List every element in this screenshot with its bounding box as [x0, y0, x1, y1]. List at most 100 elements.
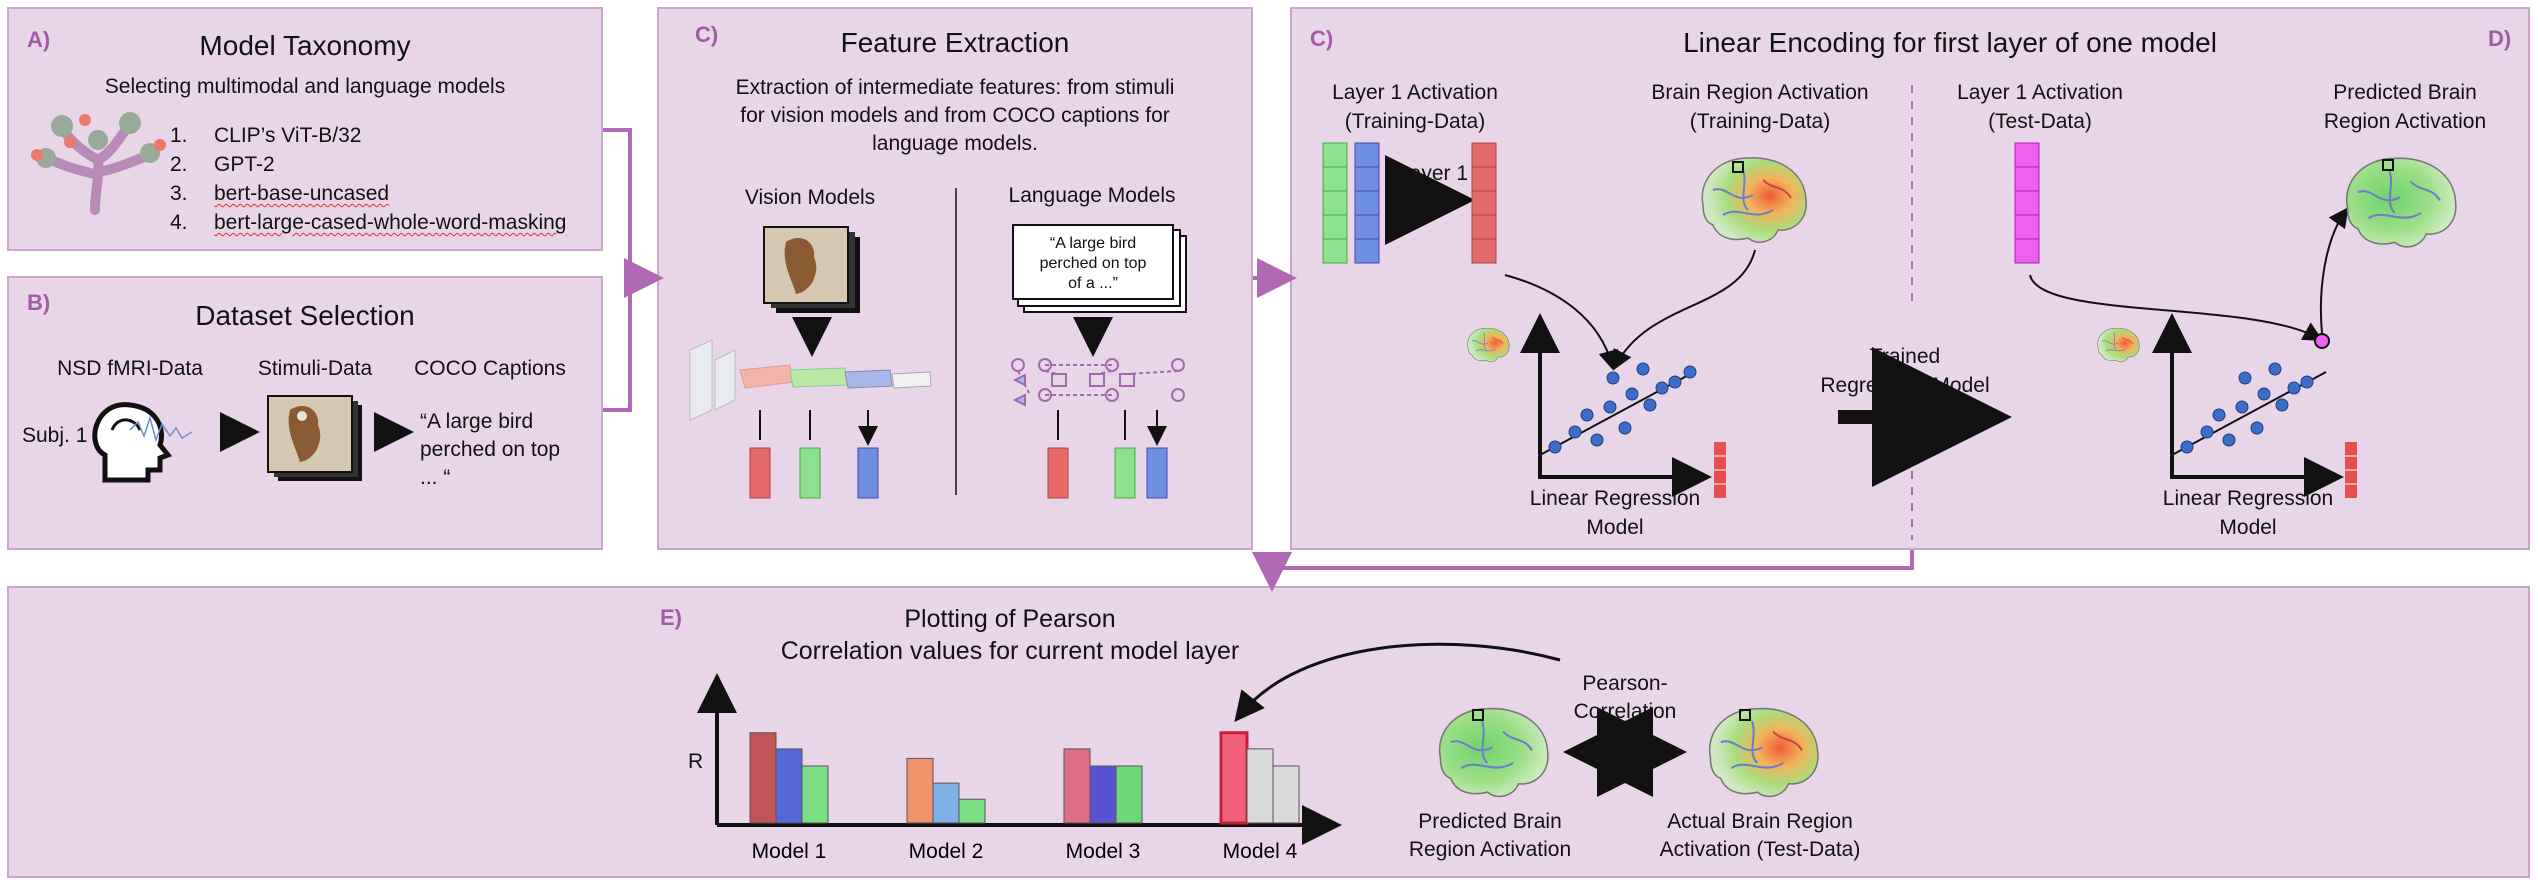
- curve-arrow: [2319, 207, 2349, 334]
- regression-plot-1: [1520, 313, 1726, 498]
- regression-plot-2: [2152, 313, 2357, 498]
- chart-y-label: R: [688, 750, 704, 773]
- title-line: Correlation values for current model lay…: [780, 637, 1240, 665]
- caption-line: ... “: [420, 466, 451, 489]
- panel-c-title: Feature Extraction: [840, 27, 1070, 58]
- model-name: GPT-2: [214, 153, 275, 176]
- caption-card-line: “A large bird: [1049, 235, 1137, 252]
- panel-cd-tag-c: C): [1310, 26, 1334, 51]
- chart-bar: [1246, 748, 1274, 824]
- model-num: 2.: [170, 153, 188, 176]
- tree-icon: [31, 112, 166, 215]
- panel-c-description: Extraction of intermediate features: fro…: [657, 74, 1253, 158]
- caption-text: “A large bird perched on top ... “: [420, 408, 560, 492]
- label-line: Layer 1 Activation: [1332, 81, 1498, 104]
- label-line: Predicted Brain: [1418, 810, 1562, 833]
- chart-bar: [906, 757, 934, 824]
- label-line: Activation (Test-Data): [1659, 838, 1861, 861]
- regression-label-2: Linear Regression Model: [2133, 484, 2363, 542]
- coco-label: COCO Captions: [414, 357, 566, 380]
- test-activation-vector: [2014, 142, 2040, 264]
- model-num: 4.: [170, 211, 188, 234]
- panel-e-title: Plotting of Pearson Correlation values f…: [700, 603, 1320, 667]
- roi-marker: [1739, 709, 1751, 721]
- label-line: (Training-Data): [1689, 110, 1831, 133]
- vision-network-icon: [689, 339, 932, 421]
- panel-cd-tag-d: D): [2488, 26, 2512, 51]
- connector-line: [603, 128, 632, 412]
- vision-models-label: Vision Models: [744, 186, 876, 209]
- chart-bar: [1219, 731, 1249, 825]
- roi-marker: [2382, 159, 2394, 171]
- chart-bar: [1089, 765, 1117, 824]
- label-line: Linear Regression: [1529, 487, 1701, 510]
- chart-bar: [1063, 748, 1091, 824]
- caption-card-line: of a ...”: [1068, 275, 1118, 292]
- vision-image-stack: [763, 226, 860, 313]
- chart-bar: [749, 732, 777, 824]
- head-icon: [92, 402, 193, 483]
- panel-b-tag: B): [27, 290, 51, 315]
- panel-a-title: Model Taxonomy: [199, 30, 411, 61]
- label-line: (Test-Data): [1988, 110, 2092, 133]
- curve-arrow: [1504, 274, 1619, 371]
- label-line: Linear Regression: [2162, 487, 2334, 510]
- label-line: Model: [1586, 516, 1644, 539]
- chart-category-label: Model 1: [752, 840, 827, 863]
- chart-category-label: Model 4: [1223, 840, 1298, 863]
- curve-arrow: [2029, 274, 2324, 341]
- stimuli-image-stack: [267, 395, 362, 481]
- caption-card-line: perched on top: [1039, 255, 1147, 272]
- description-line: language models.: [872, 132, 1038, 155]
- nsd-label: NSD fMRI-Data: [57, 357, 203, 380]
- panel-e-tag: E): [660, 605, 682, 630]
- label-line: Pearson-: [1582, 672, 1668, 695]
- curve-arrow: [1613, 249, 1756, 371]
- model-list-item: 3. bert-base-uncased: [170, 179, 566, 208]
- layer-1-activation-vector: [1471, 142, 1497, 264]
- model-list-item: 2. GPT-2: [170, 150, 566, 179]
- description-line: Extraction of intermediate features: fro…: [735, 76, 1175, 99]
- label-line: Model: [2219, 516, 2277, 539]
- brain-icon: [2345, 157, 2457, 248]
- model-list-item: 4.bert-large-cased-whole-word-masking: [170, 208, 566, 237]
- label-line: Actual Brain Region: [1667, 810, 1853, 833]
- connector-arrow: [1252, 550, 1914, 592]
- pred-brain-label: Predicted Brain Region Activation: [1380, 808, 1600, 864]
- actual-brain-icon: [1708, 707, 1819, 798]
- label-line: Region Activation: [2323, 110, 2487, 133]
- chart-category-label: Model 2: [909, 840, 984, 863]
- brain-icon: [1467, 327, 1510, 363]
- train-activation-label: Layer 1 Activation (Training-Data): [1300, 78, 1530, 136]
- predicted-activation-label: Predicted Brain Region Activation: [2290, 78, 2520, 136]
- brain-icon: [1701, 156, 1808, 244]
- predicted-brain-icon: [1438, 707, 1549, 798]
- training-activation-vectors: [1322, 142, 1380, 264]
- chart-bars: [749, 731, 1300, 825]
- subject-label: Subj. 1: [22, 424, 88, 447]
- chart-category-labels: Model 1 Model 2 Model 3 Model 4: [752, 840, 1298, 863]
- curve-arrow: [1234, 642, 1561, 723]
- language-network-icon: [1011, 358, 1185, 407]
- chart-bar: [1115, 765, 1143, 824]
- chart-category-label: Model 3: [1066, 840, 1141, 863]
- caption-line: perched on top: [420, 438, 561, 461]
- chart-bar: [801, 765, 829, 824]
- description-line: for vision models and from COCO captions…: [740, 104, 1170, 127]
- label-line: Region Activation: [1408, 838, 1572, 861]
- roi-marker: [1732, 161, 1744, 173]
- panel-c-tag: C): [695, 22, 719, 47]
- model-num: 3.: [170, 182, 188, 205]
- model-list-item: 1.CLIP’s ViT-B/32: [170, 121, 566, 150]
- title-line: Plotting of Pearson: [904, 605, 1116, 633]
- model-name: bert-base-uncased: [214, 182, 390, 205]
- chart-bar: [932, 782, 960, 824]
- test-activation-label: Layer 1 Activation (Test-Data): [1925, 78, 2155, 136]
- language-models-label: Language Models: [1008, 184, 1176, 207]
- vision-feature-vectors: [749, 410, 878, 499]
- regression-label-1: Linear Regression Model: [1500, 484, 1730, 542]
- panel-b-title: Dataset Selection: [195, 300, 415, 331]
- language-feature-vectors: [1047, 410, 1167, 499]
- label-line: (Training-Data): [1344, 110, 1486, 133]
- model-name: CLIP’s ViT-B/32: [214, 124, 362, 147]
